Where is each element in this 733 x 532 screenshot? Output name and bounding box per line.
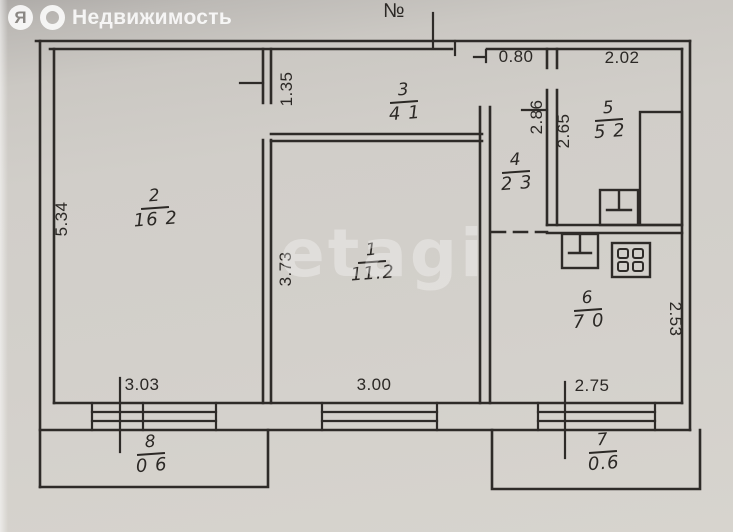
sink-icon bbox=[560, 232, 600, 270]
room-3-label: 3 4 1 bbox=[388, 79, 422, 125]
room-5-label: 5 5 2 bbox=[593, 97, 627, 143]
dim-bath-width: 2.02 bbox=[604, 48, 640, 67]
dim-hall-width: 0.80 bbox=[498, 47, 534, 66]
brand-name: Недвижимость bbox=[72, 5, 233, 29]
balcony-8-outline bbox=[38, 428, 270, 489]
room-8-label: 8 0 6 bbox=[135, 431, 169, 477]
room-2-label: 2 16 2 bbox=[133, 185, 179, 232]
yandex-realty-logo: Я Недвижимость bbox=[8, 5, 232, 30]
dim-room3-height: 1.35 bbox=[277, 71, 296, 107]
interior-walls bbox=[261, 47, 684, 405]
etagi-watermark: etagi bbox=[280, 215, 486, 292]
paper-edge-highlight bbox=[0, 0, 8, 532]
bottom-wall-windows bbox=[38, 401, 692, 432]
dim-room2-height: 5.34 bbox=[52, 201, 71, 237]
room-6-label: 6 7 0 bbox=[572, 287, 606, 333]
dimension-ticks bbox=[118, 11, 567, 460]
dim-hall-height: 2.86 bbox=[527, 99, 546, 135]
balcony-7-outline bbox=[490, 428, 702, 491]
ring-icon bbox=[40, 5, 65, 30]
bathtub-icon bbox=[638, 110, 684, 227]
dim-kitchen-width: 2.75 bbox=[574, 376, 610, 395]
yandex-logo-icon: Я bbox=[8, 5, 33, 30]
room-4-label: 4 2 3 bbox=[500, 149, 534, 195]
apartment-number-sign: № bbox=[383, 0, 405, 22]
dim-bath-height: 2.65 bbox=[554, 113, 573, 149]
dim-kitchen-height: 2.53 bbox=[666, 301, 685, 337]
stove-icon bbox=[610, 241, 652, 279]
dim-room1-width: 3.00 bbox=[356, 375, 392, 394]
toilet-icon bbox=[598, 188, 640, 227]
dim-room2-width: 3.03 bbox=[124, 375, 160, 394]
room-7-label: 7 0.6 bbox=[587, 429, 621, 475]
outer-walls bbox=[34, 39, 692, 489]
